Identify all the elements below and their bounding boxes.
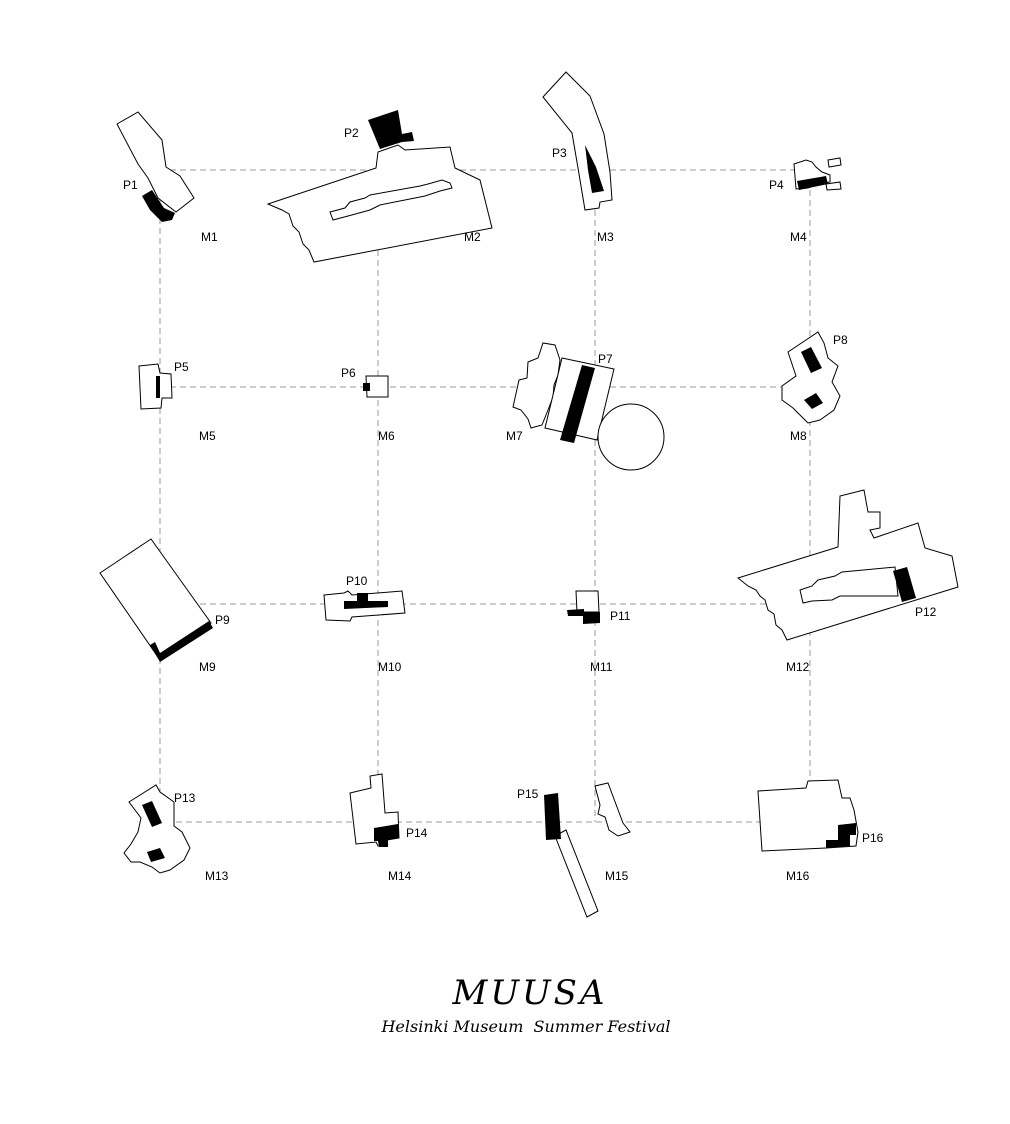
pavilion-p9 [150, 621, 213, 662]
site-m15 [544, 782, 631, 918]
museum-m2-inner-hall [329, 179, 453, 221]
label-m6: M6 [378, 429, 395, 443]
label-m15: M15 [605, 869, 629, 883]
label-p8: P8 [833, 333, 848, 347]
label-m10: M10 [378, 660, 402, 674]
label-p14: P14 [406, 826, 428, 840]
label-p1: P1 [123, 178, 138, 192]
site-m13 [123, 784, 191, 874]
label-m13: M13 [205, 869, 229, 883]
site-m6 [363, 375, 389, 398]
label-p9: P9 [215, 613, 230, 627]
festival-subtitle: Helsinki Museum Summer Festival [380, 1017, 670, 1036]
museum-m4-annex-b [825, 181, 842, 191]
site-m10 [323, 590, 406, 622]
site-m9 [99, 538, 213, 662]
label-p10: P10 [346, 574, 368, 588]
museum-m15-walkway [554, 829, 599, 918]
pavilion-p13-a [142, 801, 162, 827]
pavilion-p16 [826, 823, 856, 848]
pavilion-p8-a [801, 347, 822, 373]
pavilion-p11 [567, 609, 600, 624]
site-m11 [567, 590, 600, 624]
site-m12 [736, 489, 959, 641]
museum-m5-building [138, 363, 173, 410]
pavilion-p14 [374, 824, 399, 847]
festival-title: MUUSA [452, 973, 608, 1013]
pavilion-p8-b [804, 393, 823, 409]
site-m16 [757, 779, 859, 852]
label-p11: P11 [610, 609, 631, 623]
label-p7: P7 [598, 352, 613, 366]
label-m7: M7 [506, 429, 523, 443]
site-m14 [349, 773, 400, 847]
label-m4: M4 [790, 230, 807, 244]
label-p6: P6 [341, 366, 356, 380]
label-m9: M9 [199, 660, 216, 674]
pavilion-labels: P1 P2 P3 P4 P5 P6 P7 P8 P9 P10 P11 P12 P… [123, 126, 937, 845]
label-m16: M16 [786, 869, 810, 883]
grid [159, 169, 811, 823]
museum-m4-annex-a [827, 157, 842, 168]
pavilion-p1 [142, 190, 175, 222]
label-m2: M2 [464, 230, 481, 244]
pavilion-p2 [368, 110, 414, 149]
pavilion-p10 [344, 593, 388, 609]
label-p5: P5 [174, 360, 189, 374]
pavilion-p5 [156, 376, 160, 398]
pavilion-p13-b [147, 848, 165, 862]
label-p13: P13 [174, 791, 196, 805]
label-m8: M8 [790, 429, 807, 443]
label-m3: M3 [597, 230, 614, 244]
museum-m11-building [575, 590, 600, 613]
label-p16: P16 [862, 831, 884, 845]
site-m7 [512, 342, 665, 471]
museum-m13-building [123, 784, 191, 874]
site-m5 [138, 363, 173, 410]
pavilion-p15 [544, 793, 561, 840]
museum-m1-building [116, 111, 195, 213]
title-block: MUUSA Helsinki Museum Summer Festival [380, 973, 670, 1036]
museum-m7-rotunda [597, 403, 665, 471]
pavilion-p3 [585, 145, 604, 193]
label-m11: M11 [590, 660, 613, 674]
site-m1 [116, 111, 195, 222]
label-p3: P3 [552, 146, 567, 160]
label-m14: M14 [388, 869, 412, 883]
museum-m9-building [99, 538, 212, 661]
site-m3 [542, 71, 613, 211]
site-m4 [793, 157, 842, 191]
pavilion-p7 [560, 365, 595, 443]
pavilion-p12 [893, 567, 916, 602]
museum-m7-west-wing [512, 342, 561, 429]
label-p2: P2 [344, 126, 359, 140]
museum-m15-building [594, 782, 631, 837]
pavilion-p6 [363, 383, 370, 391]
label-m12: M12 [786, 660, 810, 674]
label-p12: P12 [915, 605, 937, 619]
grid-outline [159, 169, 811, 823]
museum-m8-building [781, 331, 841, 424]
museum-m16-building [757, 779, 859, 852]
pavilion-p4 [797, 176, 828, 190]
label-m5: M5 [199, 429, 216, 443]
site-m2 [266, 110, 493, 263]
museum-labels: M1 M2 M3 M4 M5 M6 M7 M8 M9 M10 M11 M12 M… [199, 230, 810, 883]
museum-m12-building [736, 489, 959, 641]
label-m1: M1 [201, 230, 218, 244]
label-p15: P15 [517, 787, 539, 801]
label-p4: P4 [769, 178, 784, 192]
site-m8 [781, 331, 841, 424]
